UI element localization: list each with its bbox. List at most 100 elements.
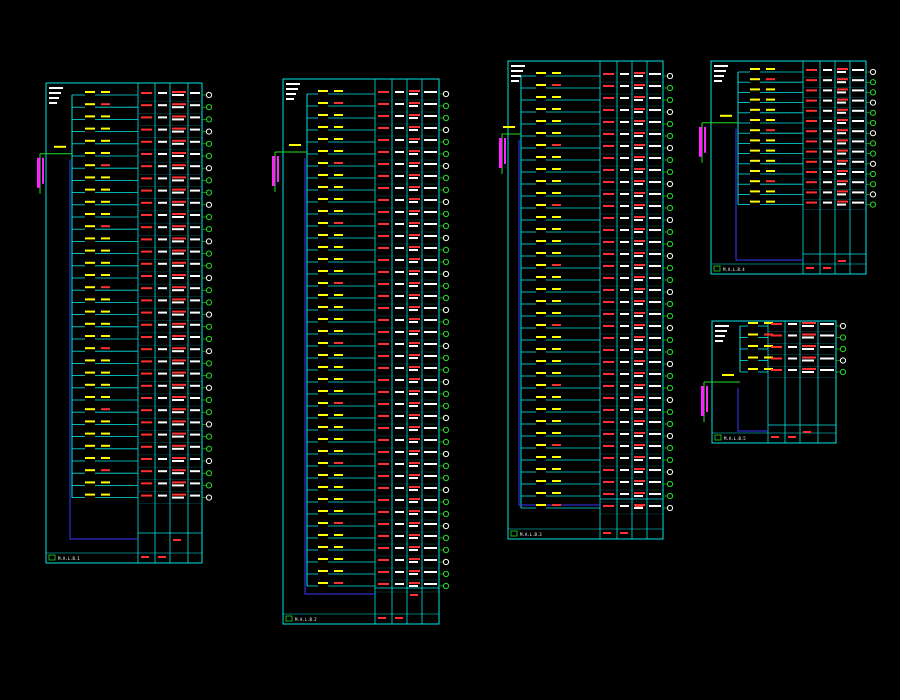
neutral-bus [737,388,768,432]
cell-text-mark [603,157,614,159]
riser-label-mark [499,138,502,168]
breaker-rating-mark [101,139,110,142]
cell-text-mark [424,187,437,189]
cell-text-mark [634,123,643,125]
cell-text-mark [620,493,629,495]
cell-text-mark [634,135,643,137]
cell-text-mark [837,139,848,142]
breaker-rating-mark [101,408,110,411]
circle-marker-icon [205,287,213,294]
cell-text-mark [172,435,184,438]
cell-text-mark [424,559,437,561]
cell-text-mark [141,214,152,216]
cell-text-mark [620,469,629,471]
breaker-rating-mark [334,534,343,536]
breaker-rating-mark [552,492,561,494]
breaker-symbol-icon [318,354,328,356]
cell-text-mark [424,415,437,417]
circuit-row [72,493,213,504]
breaker-rating-mark [552,504,561,506]
circle-marker-icon [205,177,213,184]
cell-text-mark [409,234,420,236]
cell-text-mark [395,139,404,141]
cell-text-mark [837,190,848,193]
cell-text-mark [634,144,645,146]
breaker-symbol-icon [318,258,328,260]
circle-marker-icon [666,192,674,200]
circle-marker-icon [205,165,213,172]
breaker-rating-mark [766,119,775,121]
breaker-rating-mark [552,420,561,422]
circle-marker-icon [666,120,674,128]
circuit-row [72,481,213,492]
cell-text-mark [409,126,420,128]
cell-text-mark [172,188,186,191]
breaker-symbol-icon [318,486,328,488]
cell-text-mark [634,471,643,473]
cell-text-mark [837,149,848,152]
circuit-row [307,426,450,437]
cell-text-mark [141,445,152,448]
cell-text-mark [620,205,629,207]
cell-text-mark [395,91,404,93]
breaker-symbol-icon [750,159,760,162]
footer-symbol-icon [510,530,518,537]
cell-text-mark [172,325,184,328]
cell-text-mark [823,79,832,82]
cell-text-mark [378,511,389,513]
breaker-symbol-icon [85,286,95,289]
main-breaker-label [54,145,66,148]
cell-text-mark [190,238,200,241]
cell-text-mark [395,211,404,213]
circuit-row [307,474,450,485]
cell-text-mark [378,271,389,273]
breaker-symbol-icon [318,582,328,584]
panel-4: M.A.L.B.4 [699,60,877,275]
cell-text-mark [409,489,418,491]
cell-text-mark [378,559,389,561]
cell-text-mark [424,463,437,465]
cell-text-mark [634,120,645,122]
circuit-row [72,249,213,260]
breaker-rating-mark [334,138,343,140]
cell-text-mark [141,128,152,131]
circuit-row [521,372,674,383]
breaker-rating-mark [334,450,343,452]
cell-text-mark [620,157,629,159]
breaker-rating-mark [552,96,561,98]
circuit-row [307,546,450,557]
cell-text-mark [634,348,645,350]
cell-text-mark [852,120,864,122]
circle-marker-icon [442,366,450,374]
cell-text-mark [649,457,661,459]
cell-text-mark [141,287,152,290]
circle-marker-icon [869,150,877,157]
breaker-rating-mark [552,360,561,362]
circuit-row [307,330,450,341]
riser-label-mark [504,138,506,164]
cell-text-mark [172,277,184,279]
cell-text-mark [378,451,389,453]
breaker-rating-mark [764,345,773,347]
circle-marker-icon [205,213,213,221]
header-note-mark [714,75,724,77]
circle-marker-icon [666,372,674,380]
cell-text-mark [409,222,420,224]
cell-text-mark [158,458,167,460]
circle-marker-icon [839,357,847,364]
cell-text-mark [190,323,200,326]
cell-text-mark [409,309,418,311]
cell-text-mark [634,147,643,149]
circuit-row [307,270,450,281]
cell-text-mark [634,339,643,341]
cell-text-mark [852,140,864,143]
cell-text-mark [823,160,832,163]
circuit-row [521,492,674,503]
breaker-symbol-icon [536,168,546,170]
circuit-row [738,190,877,200]
cell-text-mark [141,250,152,253]
breaker-rating-mark [334,162,343,164]
circuit-row [521,432,674,443]
footer-cell-mark [141,556,149,558]
